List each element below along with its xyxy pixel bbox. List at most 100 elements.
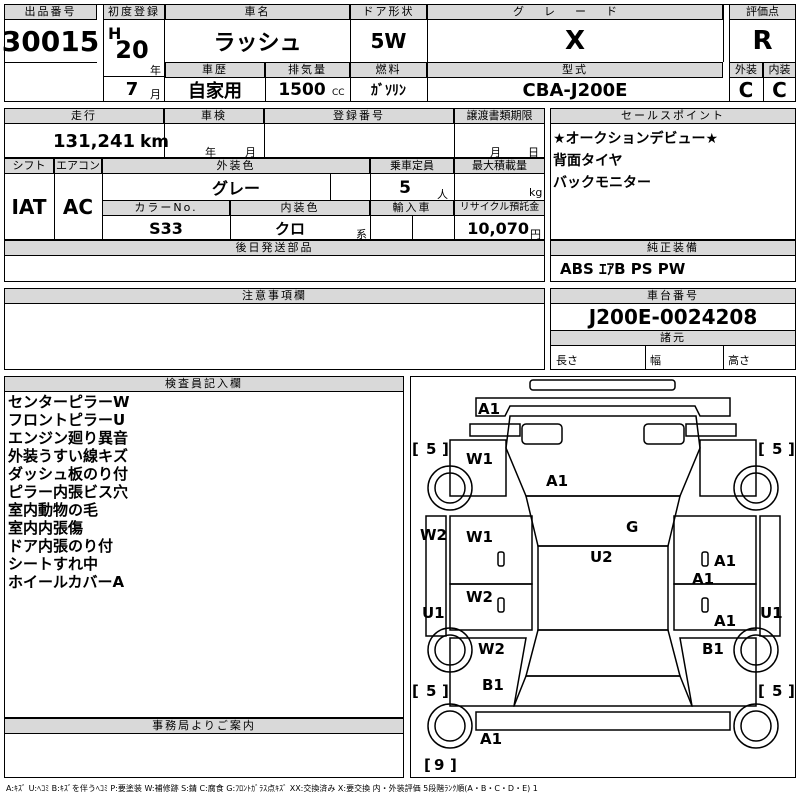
spec-row-divider (102, 200, 545, 201)
right-rear-door (673, 583, 757, 631)
mark-roof: U2 (590, 548, 613, 566)
tire-rr-bracket-open: [ (758, 682, 765, 700)
mileage-divider-164 (164, 108, 165, 158)
inspector-note: センターピラーW (8, 393, 130, 411)
capacity-value: 5 (399, 178, 411, 198)
fuel-label: 燃料 (350, 62, 427, 78)
max-load-label: 最大積載量 (454, 158, 545, 174)
shift-value: IAT (11, 195, 47, 219)
tailgate-outline (512, 675, 694, 707)
sales-point-2: 背面タイヤ (553, 153, 623, 169)
right-rocker (759, 515, 781, 637)
chassis-label: 車台番号 (550, 288, 796, 304)
tire-fl-bracket-open: [ (412, 440, 419, 458)
tire-rear-right (733, 627, 779, 673)
era-h: H (108, 24, 122, 43)
displacement-value: 1500 (278, 80, 326, 100)
spare-tire-right (733, 703, 779, 749)
car-diagram: [ 5 ] [ 5 ] [ 5 ] [ 5 ] [ 9 ] A1 W1 A1 G… (412, 379, 795, 774)
tire-rl-bracket-open: [ (412, 682, 419, 700)
mark-left-quarter: W2 (478, 640, 505, 658)
tire-front-right-inner (740, 472, 772, 504)
dims-divider-645 (645, 346, 646, 370)
inspector-notes-list: センターピラーW フロントピラーU エンジン廻り異音 外装うすい線キズ ダッシュ… (8, 393, 398, 591)
grade-right-divider (723, 4, 724, 62)
inspector-note: フロントピラーU (8, 411, 126, 429)
tire-rr-bracket-close: ] (788, 682, 795, 700)
spec-divider-454 (454, 158, 455, 240)
length-label: 長さ (556, 354, 578, 367)
recycle-value: 10,070 (467, 218, 529, 238)
reg-month-unit: 月 (150, 88, 161, 101)
inspector-note: 室内内張傷 (8, 519, 84, 537)
inspector-note: ダッシュ板のり付 (8, 465, 129, 483)
model-value: CBA-J200E (522, 79, 628, 101)
spec-divider-54 (54, 158, 55, 240)
left-mirror-shape (469, 423, 521, 437)
color-no-label: カラーNo. (102, 200, 230, 216)
right-door-handle (701, 551, 709, 567)
grade-value: X (564, 26, 586, 56)
mark-left-rear: B1 (482, 676, 504, 694)
recycle-label: リサイクル預託金 (454, 200, 545, 216)
tire-spare-rating: 9 (434, 756, 444, 774)
right-front-door (673, 515, 757, 585)
displacement-unit: CC (332, 88, 345, 98)
sales-point-1: ★オークションデビュー★ (553, 131, 719, 147)
inspector-note: ホイールカバーA (8, 573, 125, 591)
left-front-door (449, 515, 533, 585)
history-label: 車歴 (165, 62, 265, 78)
deadline-day-unit: 日 (528, 146, 539, 159)
later-parts-label: 後日発送部品 (4, 240, 545, 256)
history-value: 自家用 (188, 81, 242, 102)
max-load-unit: kg (529, 186, 543, 199)
aircon-value: AC (62, 195, 94, 219)
spec-divider-230 (230, 200, 231, 240)
left-rear-door (449, 583, 533, 631)
lot-no-value: 30015 (1, 24, 100, 58)
inspector-note: 室内動物の毛 (8, 501, 99, 519)
grille-right (643, 423, 685, 445)
inspector-label: 検査員記入欄 (4, 376, 404, 392)
ext-score-value: C (738, 78, 754, 102)
mileage-divider-264 (264, 108, 265, 158)
exterior-label: 外装 (729, 62, 763, 78)
windshield-outline (525, 495, 681, 547)
right-rear-door-handle (701, 597, 709, 613)
mark-hood: A1 (546, 472, 568, 490)
reg-month-value: 7 (125, 78, 139, 100)
tire-rl-rating: 5 (426, 682, 436, 700)
ext-int-divider (763, 62, 764, 102)
tire-rr-rating: 5 (772, 682, 782, 700)
import-label: 輸入車 (370, 200, 454, 216)
tire-front-left (427, 465, 473, 511)
recycle-unit: 円 (530, 228, 541, 241)
mark-right-rocker: U1 (760, 604, 783, 622)
score-label: 評価点 (729, 4, 796, 20)
left-quarter-shape (449, 637, 527, 707)
tire-fl-bracket-close: ] (442, 440, 449, 458)
reg-month-divider (103, 76, 165, 77)
int-score-value: C (772, 78, 787, 102)
left-rear-door-handle (497, 597, 505, 613)
int-color-value: クロ (274, 219, 305, 238)
car-name-label: 車名 (165, 4, 350, 20)
dims-label: 諸元 (550, 330, 796, 346)
mileage-divider-454 (454, 108, 455, 158)
rear-bumper-shape (475, 711, 731, 731)
mark-windshield: G (626, 518, 638, 536)
model-label: 型式 (427, 62, 723, 78)
mileage-unit: km (140, 132, 170, 152)
row1b-divider-350 (350, 4, 351, 102)
interior-label: 内装 (763, 62, 796, 78)
capacity-label: 乗車定員 (370, 158, 454, 174)
left-door-handle (497, 551, 505, 567)
color-no-value: S33 (149, 218, 183, 238)
ext-color-label: 外装色 (102, 158, 370, 174)
notes-label: 注意事項欄 (4, 288, 545, 304)
fuel-value: ｶﾞｿﾘﾝ (371, 83, 406, 99)
ext-color-value: グレー (211, 179, 260, 198)
lot-no-label: 出品番号 (4, 4, 97, 20)
tire-rear-left (427, 627, 473, 673)
grade-label: グレード (427, 4, 723, 20)
